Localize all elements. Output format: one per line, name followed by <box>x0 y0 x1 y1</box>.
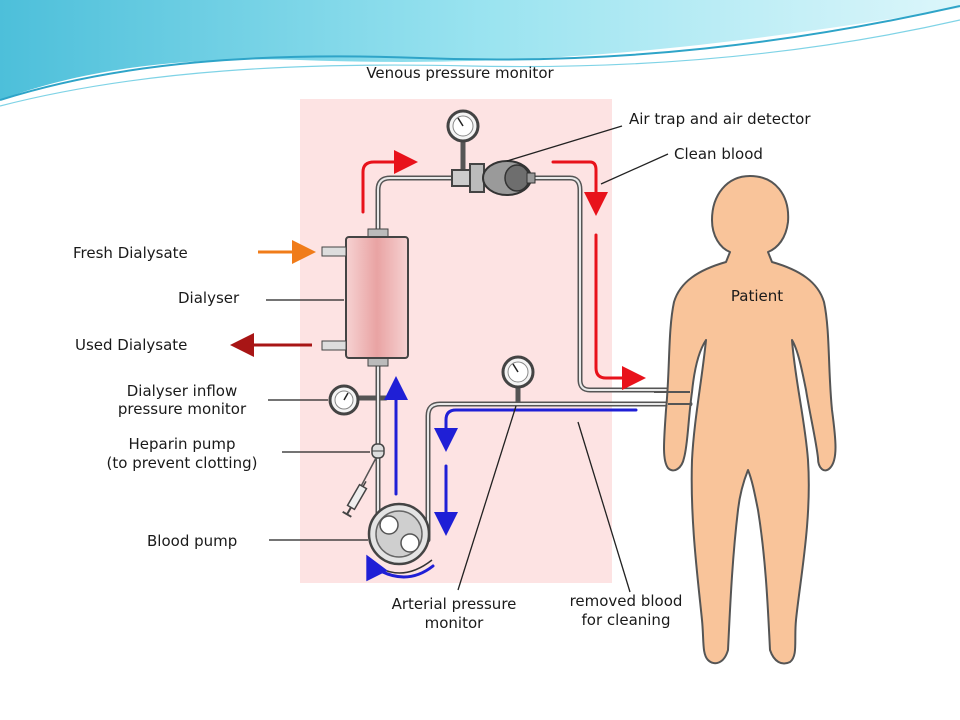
heparin-pump-icon <box>342 443 385 518</box>
label-removed-line1: removed blood <box>570 592 683 610</box>
label-clean-blood: Clean blood <box>674 145 763 163</box>
label-dialyser-inflow-line1: Dialyser inflow <box>127 382 238 400</box>
dialyser <box>321 228 409 367</box>
label-arterial-line1: Arterial pressure <box>392 595 517 613</box>
label-blood-pump: Blood pump <box>147 532 237 550</box>
label-venous-pressure-monitor: Venous pressure monitor <box>366 64 554 82</box>
tubing-highlight <box>377 177 691 541</box>
arterial-gauge-icon <box>501 355 535 389</box>
label-arterial-line2: monitor <box>425 614 485 632</box>
label-heparin-line1: Heparin pump <box>129 435 236 453</box>
label-patient: Patient <box>731 287 783 305</box>
air-trap-icon <box>451 160 536 196</box>
label-fresh-dialysate: Fresh Dialysate <box>73 244 188 262</box>
label-heparin-line2: (to prevent clotting) <box>107 454 258 472</box>
label-dialyser-inflow-line2: pressure monitor <box>118 400 247 418</box>
leader-lines <box>266 125 669 593</box>
label-air-trap: Air trap and air detector <box>629 110 811 128</box>
dirty-flow-arrows <box>366 376 638 582</box>
label-dialyser: Dialyser <box>178 289 240 307</box>
clean-flow-arrows <box>361 150 646 390</box>
label-used-dialysate: Used Dialysate <box>75 336 187 354</box>
inflow-gauge-icon <box>328 384 360 416</box>
blood-pump-icon <box>367 502 433 574</box>
header-wave <box>0 0 960 107</box>
patient-figure <box>654 175 837 665</box>
label-removed-line2: for cleaning <box>582 611 671 629</box>
venous-gauge-icon <box>446 109 480 143</box>
